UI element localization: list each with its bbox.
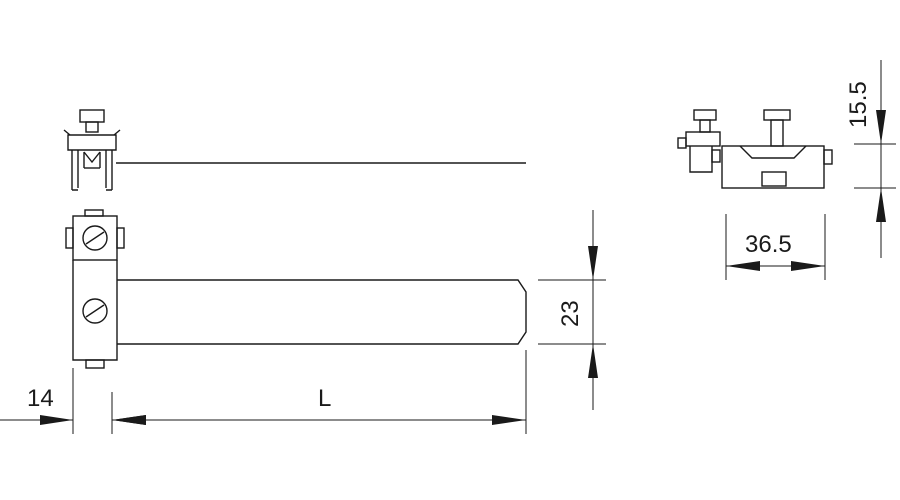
dimension-36-5: 36.5 [725, 214, 826, 280]
dimension-23-label: 23 [557, 300, 584, 327]
front-view-clamp [65, 209, 125, 369]
dimension-36-5-label: 36.5 [745, 231, 792, 258]
dimension-L: L [112, 350, 527, 434]
dimension-23: 23 [538, 210, 606, 410]
dimension-15-5: 15.5 [845, 60, 896, 258]
dimension-L-label: L [318, 385, 331, 412]
dimension-15-5-label: 15.5 [845, 81, 872, 128]
top-view-clamp [63, 109, 121, 191]
front-view-band [117, 279, 527, 345]
dimension-14-label: 14 [27, 385, 54, 412]
side-view-clamp [677, 109, 833, 189]
dimension-14: 14 [0, 368, 146, 434]
